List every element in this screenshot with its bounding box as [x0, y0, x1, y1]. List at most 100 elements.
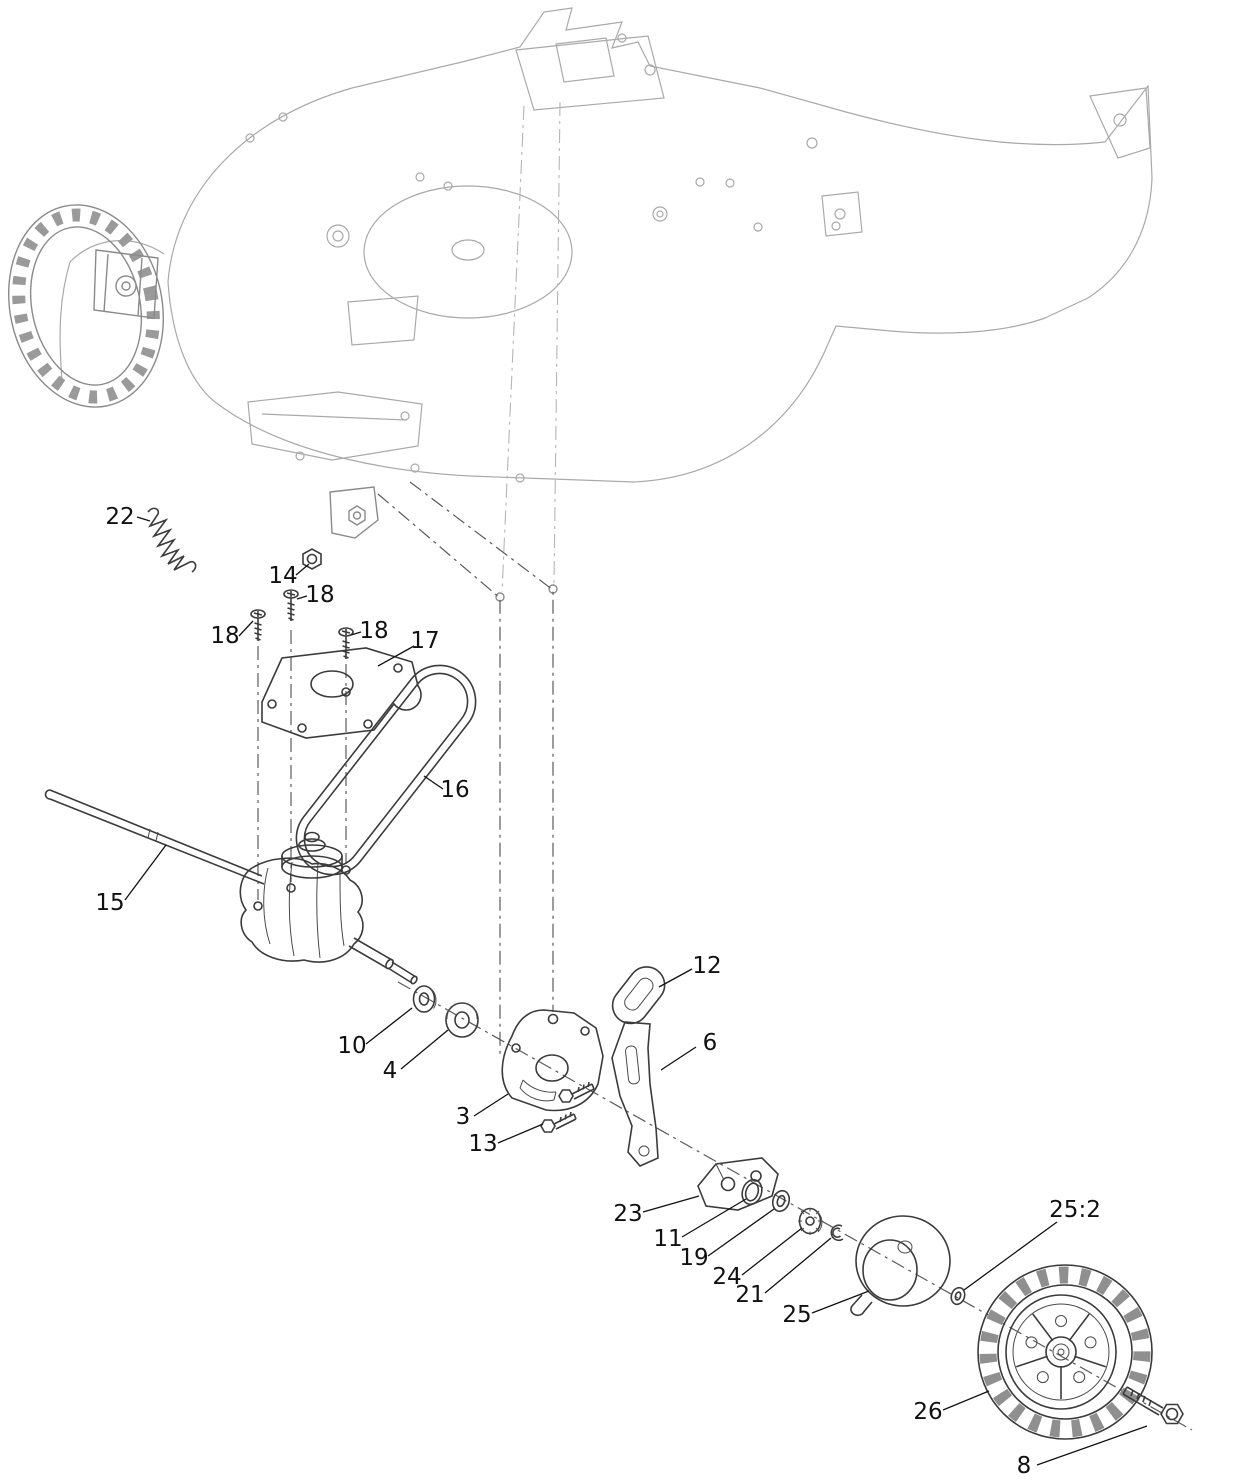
callout-26: 26 — [913, 1390, 990, 1425]
axle-shaft — [44, 789, 265, 885]
callout-label: 14 — [268, 563, 297, 589]
screws — [250, 589, 354, 660]
callout-18-c: 18 — [350, 618, 389, 644]
small-washer — [950, 1286, 966, 1306]
leader-line — [423, 775, 444, 790]
leader-line — [350, 631, 362, 636]
blade-hub — [451, 239, 485, 261]
hex-bolt-icon — [558, 1081, 595, 1103]
callout-label: 15 — [95, 890, 124, 916]
blade-circle — [363, 185, 573, 319]
mount-boss — [286, 883, 296, 893]
wheel-bolt — [1122, 1386, 1184, 1425]
deck-handle-box-inner — [555, 37, 615, 83]
plate-axis-line — [377, 493, 501, 1054]
callout-23: 23 — [613, 1195, 700, 1227]
leader-line — [238, 620, 254, 637]
callout-8: 8 — [1017, 1425, 1148, 1479]
leader-line — [660, 1046, 697, 1071]
callout-label: 6 — [703, 1030, 718, 1056]
callout-16: 16 — [423, 775, 470, 803]
callout-17: 17 — [377, 628, 440, 667]
callout-11: 11 — [653, 1198, 747, 1252]
gearbox-housing — [239, 857, 364, 963]
main-explode-axis — [397, 981, 1193, 1431]
callout-label: 21 — [735, 1282, 764, 1308]
belt-cover-bracket — [261, 647, 422, 739]
leader-line — [473, 1093, 509, 1117]
screw-icon — [338, 627, 354, 660]
callout-10: 10 — [337, 1007, 413, 1059]
callout-label: 8 — [1017, 1453, 1032, 1479]
lever-arm — [611, 1021, 659, 1167]
callout-label: 4 — [383, 1058, 398, 1084]
deck-slanted-plate — [347, 295, 419, 346]
retaining-ring — [741, 1178, 763, 1206]
leader-line — [642, 1195, 700, 1213]
callout-15: 15 — [95, 844, 167, 916]
leader-line — [136, 516, 151, 522]
deck-handle-box — [515, 35, 665, 111]
leader-line — [124, 844, 167, 901]
wheel-spokes — [1016, 1313, 1106, 1399]
coupling-bushing — [445, 1002, 479, 1038]
callout-25: 25 — [782, 1290, 870, 1328]
transmission-assembly — [44, 789, 418, 985]
deck-mount-bracket — [329, 486, 558, 602]
callout-label: 25 — [782, 1302, 811, 1328]
e-clip — [830, 1224, 844, 1242]
callout-label: 24 — [712, 1264, 741, 1290]
leader-line — [741, 1227, 803, 1276]
callout-label: 25:2 — [1049, 1197, 1101, 1223]
callout-label: 26 — [913, 1399, 942, 1425]
mount-boss — [341, 865, 351, 875]
callout-label: 17 — [410, 628, 439, 654]
callout-18-b: 18 — [210, 620, 254, 649]
height-adjuster-plate — [501, 1009, 604, 1112]
hex-bolt-icon — [540, 1111, 577, 1133]
leader-line — [707, 1208, 775, 1257]
callout-label: 18 — [210, 623, 239, 649]
washer — [771, 1189, 791, 1213]
dust-cover — [850, 1215, 951, 1317]
hex-bolts — [540, 1081, 595, 1133]
callout-24: 24 — [712, 1227, 803, 1290]
leader-line — [963, 1221, 1058, 1291]
leader-line — [400, 1029, 449, 1070]
screw-icon — [283, 589, 299, 622]
pinion-gear — [798, 1207, 823, 1235]
mower-deck-outline — [59, 7, 1153, 483]
front-wheel-sketch — [7, 204, 165, 408]
callout-6: 6 — [660, 1030, 718, 1071]
callout-label: 12 — [692, 953, 721, 979]
callout-label: 16 — [440, 777, 469, 803]
deck-discharge-shape — [247, 391, 423, 461]
center-lines — [257, 101, 1193, 1431]
callout-label: 13 — [468, 1131, 497, 1157]
leader-line — [377, 645, 415, 667]
mount-boss — [253, 901, 263, 911]
callout-19: 19 — [679, 1208, 775, 1271]
callout-label: 18 — [359, 618, 388, 644]
wheel-fender-arc — [69, 239, 165, 263]
front-wheel-bracket — [93, 249, 159, 319]
leader-line — [295, 563, 310, 576]
leader-line — [1036, 1425, 1148, 1466]
callout-3: 3 — [456, 1093, 509, 1130]
callout-21: 21 — [735, 1237, 832, 1308]
deck-outer-edge — [167, 7, 1153, 483]
leader-line — [365, 1007, 413, 1045]
callout-14: 14 — [268, 563, 310, 589]
wheel-spoke-holes — [1025, 1315, 1097, 1384]
leader-line — [764, 1237, 832, 1294]
callout-label: 19 — [679, 1245, 708, 1271]
callout-label: 18 — [305, 582, 334, 608]
leader-line — [296, 595, 308, 600]
leader-line — [681, 1198, 747, 1238]
callout-label: 10 — [337, 1033, 366, 1059]
leader-line — [942, 1390, 990, 1411]
leader-line — [497, 1123, 544, 1144]
deck-corner-bracket — [1089, 87, 1151, 159]
output-shaft — [348, 937, 418, 985]
